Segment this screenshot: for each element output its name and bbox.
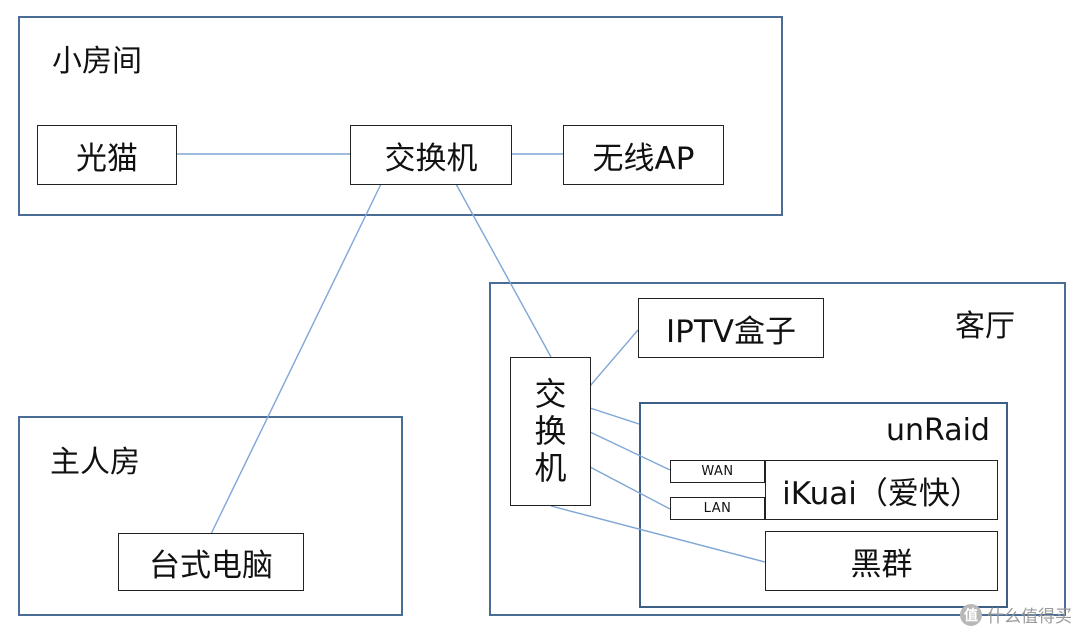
room-label-living-room: 客厅 [955,309,1015,344]
iptv-box: IPTV盒子 [638,298,824,358]
switch-small-room-box: 交换机 [350,125,512,185]
watermark-logo-icon: 值 [960,603,982,626]
synology-box: 黑群 [765,531,998,591]
switch-char-2: 换 [534,412,567,451]
lan-port-box: LAN [670,497,765,520]
switch-char-3: 机 [534,448,567,487]
room-label-master-room: 主人房 [50,445,140,480]
room-small-room [18,16,783,216]
watermark-text: 什么值得买 [987,607,1072,627]
unraid-label: unRaid [886,413,990,448]
room-living-room [489,282,1066,616]
ikuai-box: iKuai（爱快） [765,460,998,520]
wireless-ap-box: 无线AP [563,125,724,185]
switch-living-room-box: 交 换 机 [510,357,591,506]
watermark: 值 什么值得买 [960,602,1072,627]
optical-modem-box: 光猫 [37,125,177,185]
desktop-pc-box: 台式电脑 [118,533,304,591]
wan-port-box: WAN [670,460,765,483]
room-label-small-room: 小房间 [52,44,142,79]
switch-char-1: 交 [534,375,567,414]
